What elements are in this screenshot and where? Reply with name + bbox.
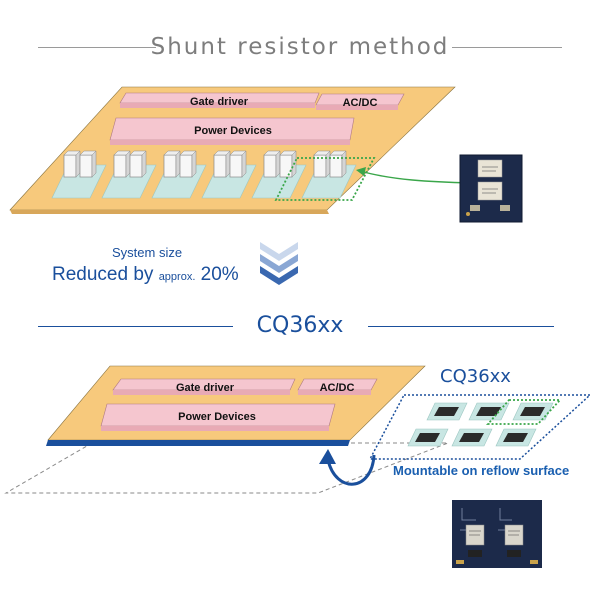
shunt-resistor — [129, 150, 147, 178]
header-top-line-right — [452, 47, 562, 48]
shunt-resistor — [313, 150, 331, 178]
shunt-resistor — [179, 150, 197, 178]
cq36xx-board-diagram: Gate driver AC/DC Power Devices — [4, 365, 592, 494]
acdc-label: AC/DC — [343, 97, 378, 109]
header-bottom-line-right — [368, 326, 554, 327]
gate-driver-label: Gate driver — [190, 96, 249, 108]
cq36xx-pcb-photo — [452, 500, 542, 568]
shunt-resistor — [263, 150, 281, 178]
cq36xx-chips — [407, 402, 554, 447]
gate-driver-label-2: Gate driver — [176, 382, 235, 394]
chip-highlight-outline — [486, 399, 563, 425]
top-board-edge — [10, 210, 329, 214]
shunt-board-diagram: Gate driver AC/DC Power Devices — [9, 86, 523, 223]
reflow-area-outline — [368, 394, 592, 460]
shunt-resistor — [113, 150, 131, 178]
shunt-resistor — [213, 150, 231, 178]
reduction-text: Reduced by approx. 20% — [52, 264, 239, 286]
system-size-label: System size — [112, 245, 183, 260]
chevron-down-icon — [260, 242, 298, 285]
cq36xx-chip — [512, 402, 554, 421]
cq36xx-label: CQ36xx — [440, 366, 511, 387]
cq36xx-chip — [495, 428, 537, 447]
header-bottom-line-left — [38, 326, 233, 327]
cq36xx-chip — [426, 402, 468, 421]
shunt-resistor — [329, 150, 347, 178]
cq36xx-chip — [468, 402, 510, 421]
shunt-pcb-photo — [459, 154, 523, 223]
reduced-prefix: Reduced by — [52, 264, 159, 285]
mountable-caption: Mountable on reflow surface — [393, 463, 570, 478]
percent-value: 20% — [195, 264, 239, 285]
previous-board-outline — [4, 442, 449, 494]
header-top-line-left — [38, 47, 156, 48]
power-devices-label-2: Power Devices — [178, 411, 256, 423]
shunt-resistor — [63, 150, 81, 178]
shunt-resistor — [229, 150, 247, 178]
shunt-resistor — [79, 150, 97, 178]
section-title-shunt: Shunt resistor method — [150, 34, 450, 60]
flip-arrow-icon — [326, 454, 376, 486]
cq36xx-chip — [451, 428, 493, 447]
approx-label: approx. — [158, 271, 196, 283]
bottom-board-edge — [46, 440, 350, 446]
power-devices-label: Power Devices — [194, 125, 272, 137]
highlight-outline — [274, 157, 376, 201]
cq36xx-chip — [407, 428, 449, 447]
shunt-resistors — [63, 150, 347, 178]
callout-arrow — [359, 170, 473, 184]
section-title-cq36xx: CQ36xx — [256, 313, 344, 338]
acdc-label-2: AC/DC — [320, 382, 355, 394]
shunt-resistor — [163, 150, 181, 178]
